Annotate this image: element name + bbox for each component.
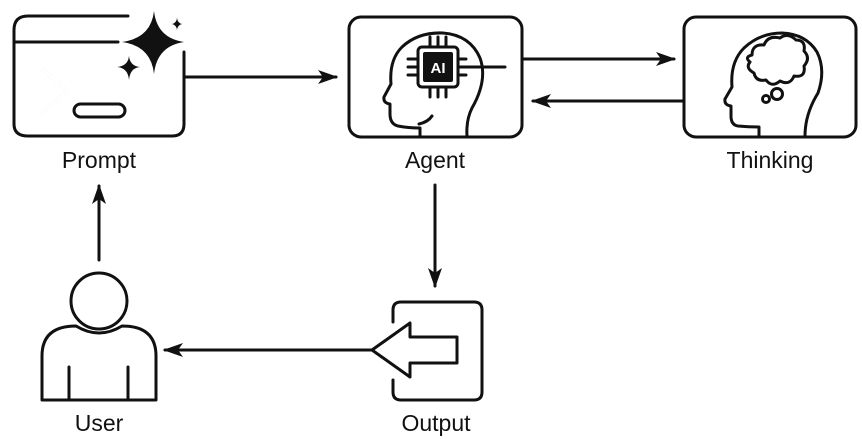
ai-head-icon: AI xyxy=(382,31,507,138)
prompt-node xyxy=(12,11,186,138)
thinking-box xyxy=(682,15,858,139)
thinking-head-icon xyxy=(723,31,824,138)
output-arrow-icon xyxy=(370,300,484,402)
sparkle-tiny-icon xyxy=(172,18,182,30)
output-node xyxy=(370,300,484,402)
user-node xyxy=(40,271,158,402)
agent-node: AI xyxy=(347,15,524,139)
user-icon xyxy=(40,271,158,402)
agent-box xyxy=(347,15,524,139)
user-label: User xyxy=(74,410,124,436)
thinking-node xyxy=(682,15,858,139)
thinking-label: Thinking xyxy=(726,147,814,173)
prompt-label: Prompt xyxy=(61,147,137,173)
sparkle-small-icon xyxy=(117,56,140,80)
ai-chip-text: AI xyxy=(431,60,446,77)
output-label: Output xyxy=(401,410,471,436)
agent-label: Agent xyxy=(404,147,466,173)
terminal-sparkle-icon xyxy=(12,11,186,138)
sparkle-large-icon xyxy=(122,11,184,74)
